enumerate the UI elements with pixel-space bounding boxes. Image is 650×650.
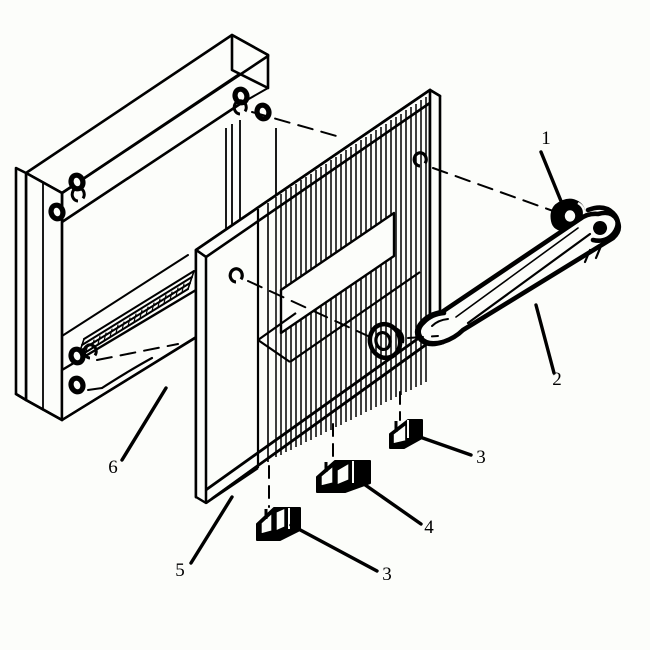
slide-rail-track bbox=[77, 270, 195, 358]
leader-6 bbox=[120, 386, 168, 462]
leader-2 bbox=[534, 303, 556, 375]
leader-3a bbox=[415, 434, 473, 457]
leader-5 bbox=[189, 495, 234, 565]
leader-4 bbox=[359, 480, 423, 526]
door-mounting-hole bbox=[412, 151, 428, 168]
retaining-clip-upper bbox=[389, 419, 423, 449]
callout-number-3-upper: 3 bbox=[476, 447, 486, 468]
callout-leaders bbox=[120, 150, 565, 573]
frame-fastener-holes bbox=[48, 86, 272, 395]
callout-number-2: 2 bbox=[552, 369, 562, 390]
callout-number-3-lower: 3 bbox=[382, 564, 392, 585]
fastener-hole bbox=[48, 202, 66, 222]
retaining-clip-lower bbox=[256, 507, 301, 541]
callout-number-5: 5 bbox=[175, 560, 185, 581]
door-mounting-hole bbox=[228, 267, 244, 284]
callout-number-1: 1 bbox=[541, 128, 551, 149]
callout-numbers: 1 2 3 4 3 5 6 bbox=[108, 128, 562, 585]
fastener-hole bbox=[68, 346, 86, 366]
callout-number-4: 4 bbox=[424, 517, 434, 538]
grommet-installed bbox=[367, 321, 405, 361]
leader-1 bbox=[539, 150, 565, 208]
leader-3b bbox=[289, 523, 379, 573]
callout-number-6: 6 bbox=[108, 457, 118, 478]
bracket bbox=[316, 460, 371, 493]
pull-handle bbox=[414, 205, 622, 347]
fastener-hole bbox=[68, 172, 86, 192]
assembly-dashed-lines bbox=[96, 111, 557, 508]
fastener-hole bbox=[68, 375, 86, 395]
fastener-hole bbox=[232, 86, 250, 106]
